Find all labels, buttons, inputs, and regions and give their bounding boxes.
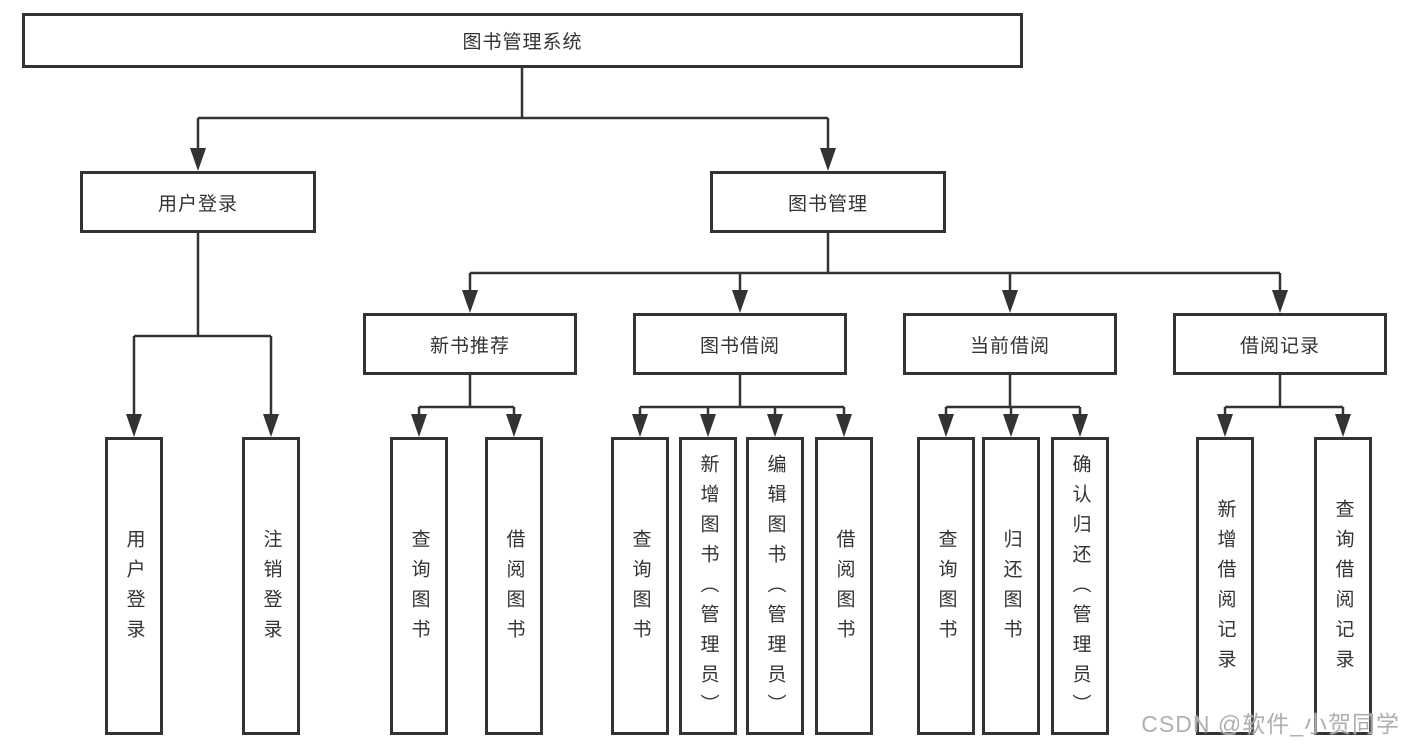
node-label: 查询图书 bbox=[629, 529, 651, 649]
node-label: 查询借阅记录 bbox=[1332, 499, 1354, 679]
node-root-library-management-system: 图书管理系统 bbox=[22, 13, 1023, 68]
node-label: 图书管理系统 bbox=[462, 32, 583, 53]
node-label: 查询图书 bbox=[935, 529, 957, 649]
node-new-book-recommend: 新书推荐 bbox=[363, 313, 577, 375]
node-label: 借阅图书 bbox=[503, 529, 525, 649]
leaf-query-borrow-record: 查询借阅记录 bbox=[1314, 437, 1372, 735]
node-label: 用户登录 bbox=[157, 193, 238, 215]
leaf-query-books-recommend: 查询图书 bbox=[390, 437, 448, 735]
leaf-edit-books-admin: 编辑图书（管理员） bbox=[746, 437, 804, 735]
node-label: 注销登录 bbox=[260, 529, 282, 649]
node-label: 借阅记录 bbox=[1239, 335, 1320, 357]
node-label: 用户登录 bbox=[123, 529, 145, 649]
arrowhead-icons bbox=[126, 148, 1351, 437]
leaf-add-books-admin: 新增图书（管理员） bbox=[679, 437, 737, 735]
node-label: 借阅图书 bbox=[833, 529, 855, 649]
node-label: 新书推荐 bbox=[429, 335, 510, 357]
node-label: 当前借阅 bbox=[969, 335, 1050, 357]
leaf-query-books-borrow: 查询图书 bbox=[611, 437, 669, 735]
node-borrow-record: 借阅记录 bbox=[1173, 313, 1387, 375]
node-label: 编辑图书（管理员） bbox=[764, 454, 786, 724]
leaf-borrow-books-recommend: 借阅图书 bbox=[485, 437, 543, 735]
node-label: 新增借阅记录 bbox=[1214, 499, 1236, 679]
node-label: 归还图书 bbox=[1000, 529, 1022, 649]
node-label: 确认归还（管理员） bbox=[1069, 454, 1091, 724]
leaf-confirm-return-admin: 确认归还（管理员） bbox=[1051, 437, 1109, 735]
leaf-user-login: 用户登录 bbox=[105, 437, 163, 735]
csdn-watermark: CSDN @软件_小贺同学 bbox=[1141, 711, 1400, 737]
leaf-add-borrow-record: 新增借阅记录 bbox=[1196, 437, 1254, 735]
node-label: 新增图书（管理员） bbox=[697, 454, 719, 724]
node-book-borrow: 图书借阅 bbox=[633, 313, 847, 375]
leaf-logout-login: 注销登录 bbox=[242, 437, 300, 735]
leaf-return-books: 归还图书 bbox=[982, 437, 1040, 735]
node-current-borrow: 当前借阅 bbox=[903, 313, 1117, 375]
node-label: 图书管理 bbox=[787, 193, 868, 215]
node-label: 查询图书 bbox=[408, 529, 430, 649]
leaf-borrow-books: 借阅图书 bbox=[815, 437, 873, 735]
node-label: 图书借阅 bbox=[699, 335, 780, 357]
node-user-login: 用户登录 bbox=[80, 171, 316, 233]
node-book-management: 图书管理 bbox=[710, 171, 946, 233]
leaf-query-books-current: 查询图书 bbox=[917, 437, 975, 735]
